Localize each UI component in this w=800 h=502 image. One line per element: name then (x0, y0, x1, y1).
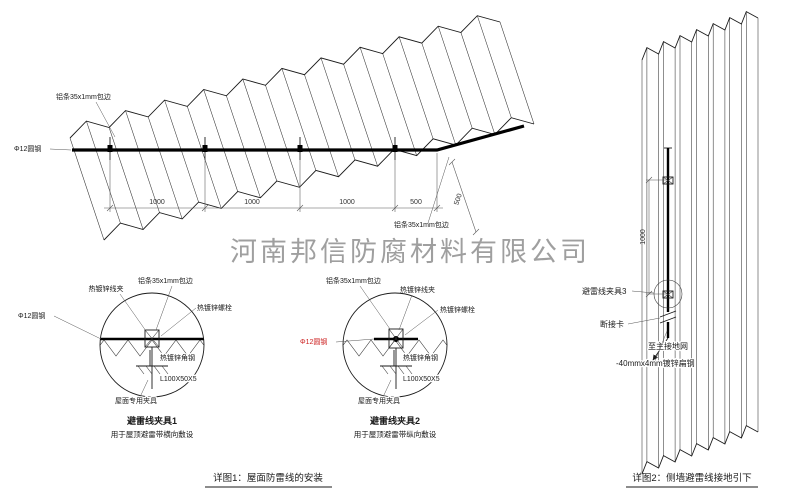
angle-size-label-2: L100X50X5 (403, 376, 440, 383)
angle-steel-label-1: 热镀锌角钢 (160, 353, 195, 362)
wall-top-profile-edge (641, 10, 759, 61)
angle-steel-symbol-2 (380, 350, 413, 375)
al-strip-label-2: 铝条35x1mm包边 (326, 276, 381, 285)
roof-top-profile-edge (69, 15, 501, 139)
roof-fixture-label-1: 屋面专用夹具 (115, 396, 157, 405)
company-watermark: 河南邦信防腐材料有限公司 (230, 237, 590, 267)
to-ground-arrow (652, 337, 669, 361)
detail2-caption: 详图2：侧墙避雷线接地引下 (632, 472, 751, 484)
dim-1000-c: 1000 (339, 199, 355, 206)
dim-500-b: 500 (453, 193, 463, 206)
dim-500-a: 500 (410, 199, 422, 206)
wall-dimension: 1000 (640, 176, 666, 298)
disconnect-card-label: 断接卡 (600, 319, 624, 329)
wall-dim-1000: 1000 (640, 229, 647, 245)
wire-clip-label-2: 热镀锌线夹 (400, 285, 435, 294)
wall-clamp3-label: 避雷线夹具3 (582, 286, 627, 296)
angle-steel-symbol-1 (136, 350, 169, 375)
caption-detail-1: 详图1：屋面防雷线的安装 (205, 472, 332, 488)
roof-round-steel-label: Φ12圆钢 (14, 144, 41, 153)
roof-isometric-view: 1000 1000 1000 500 500 Φ12圆钢 铝条35x1mm包边 … (14, 15, 535, 241)
wall-detail-view: 1000 避雷线夹具3 断接卡 至主接地网 -40mmx4mm镀锌扁钢 (581, 10, 759, 475)
wall-bottom-profile-edge (641, 424, 759, 475)
clamp1-subtitle: 用于屋顶避雷带横向敷设 (111, 429, 194, 439)
angle-size-label-1: L100X50X5 (160, 376, 197, 383)
clamp2-title: 避雷线夹具2 (370, 415, 420, 426)
clamp-detail-1: 热镀锌线夹 铝条35x1mm包边 热镀锌螺栓 Φ12圆钢 热镀锌角钢 L100X… (18, 276, 232, 439)
dim-1000-a: 1000 (149, 199, 165, 206)
roof-corrugation-ribs (69, 15, 535, 241)
al-strip-label-1: 铝条35x1mm包边 (138, 276, 193, 285)
roof-bottom-profile-edge (103, 117, 535, 241)
disconnect-card-symbol (659, 310, 677, 324)
wall-clamp-lower (662, 290, 674, 299)
round-steel-label-2: Φ12圆钢 (300, 337, 327, 346)
wire-clip-label-1: 热镀锌线夹 (89, 284, 124, 293)
flat-steel-label: -40mmx4mm镀锌扁钢 (616, 358, 695, 368)
roof-al-strip-top-label: 铝条35x1mm包边 (56, 92, 111, 101)
wall-clamp-upper (662, 176, 674, 185)
angle-steel-label-2: 热镀锌角钢 (403, 353, 438, 362)
caption-detail-2: 详图2：侧墙避雷线接地引下 (626, 472, 758, 488)
clamp1-title: 避雷线夹具1 (127, 415, 177, 426)
wall-corrugation-ribs (641, 11, 759, 474)
dim-1000-b: 1000 (244, 199, 260, 206)
roof-fixture-label-2: 屋面专用夹具 (358, 396, 400, 405)
bolt-label-2: 热镀锌螺栓 (440, 305, 475, 314)
round-steel-label-1: Φ12圆钢 (18, 311, 45, 320)
clamp2-subtitle: 用于屋顶避雷带纵向敷设 (354, 429, 437, 439)
lightning-wire (72, 124, 525, 152)
to-ground-label: 至主接地网 (648, 341, 688, 351)
detail1-caption: 详图1：屋面防雷线的安装 (213, 472, 323, 484)
roof-al-strip-right-label: 铝条35x1mm包边 (394, 220, 449, 229)
bolt-label-1: 热镀锌螺栓 (197, 303, 232, 312)
roof-dimensions: 1000 1000 1000 500 500 (104, 153, 480, 236)
clamp-detail-2: 铝条35x1mm包边 热镀锌线夹 热镀锌螺栓 Φ12圆钢 热镀锌角钢 L100X… (299, 276, 475, 439)
